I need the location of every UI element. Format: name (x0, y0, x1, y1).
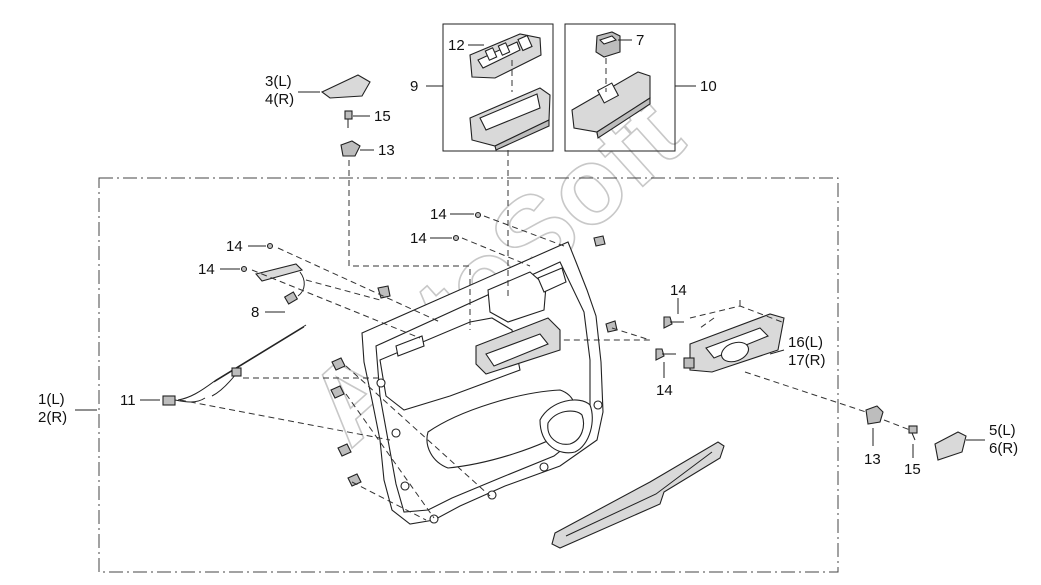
callout-16-17: 16(L) 17(R) (788, 334, 826, 369)
svg-text:16(L): 16(L) (788, 334, 823, 351)
clip-lower (865, 405, 884, 425)
callout-14-mid-a: 14 (430, 206, 447, 223)
courtesy-lamp (255, 263, 305, 305)
callout-10: 10 (700, 78, 717, 95)
window-master-switch (469, 33, 542, 79)
callout-5-6: 5(L) 6(R) (989, 422, 1018, 457)
assembly-frame (98, 177, 839, 573)
callout-14-mid-b: 14 (410, 230, 427, 247)
screw-lower (908, 425, 918, 441)
door-trim-panel (361, 241, 604, 525)
handle-screw-b (655, 348, 676, 361)
handle-screw-a (663, 316, 684, 329)
switch-group-box-10 (564, 23, 676, 152)
svg-text:3(L): 3(L) (265, 73, 292, 90)
screw-upper (344, 110, 353, 128)
switch-group-box-9 (442, 23, 554, 152)
callout-1-2: 1(L) 2(R) (38, 391, 67, 426)
svg-text:4(R): 4(R) (265, 91, 294, 108)
svg-text:2(R): 2(R) (38, 409, 67, 426)
callout-13-lower: 13 (864, 451, 881, 468)
svg-text:1(L): 1(L) (38, 391, 65, 408)
mirror-garnish-upper (320, 74, 371, 99)
callout-11: 11 (120, 392, 136, 409)
callout-15-lower: 15 (904, 461, 921, 478)
lamp-screw-b (240, 265, 248, 273)
callout-14-lamp-a: 14 (226, 238, 243, 255)
leader-lines (179, 58, 911, 521)
screw-mid-a (474, 211, 482, 219)
armrest-garnish-strip (551, 441, 725, 549)
window-switch-bezel-left (469, 87, 551, 151)
callout-14-handle-a: 14 (670, 282, 687, 299)
panel-clips (330, 235, 618, 524)
window-switch-bezel-right (571, 71, 651, 139)
callout-7: 7 (636, 32, 644, 49)
svg-text:5(L): 5(L) (989, 422, 1016, 439)
screw-mid-b (452, 234, 460, 242)
inside-door-handle (683, 313, 785, 373)
callout-3-4: 3(L) 4(R) (265, 73, 294, 108)
mirror-garnish-lower (934, 431, 967, 461)
callout-14-handle-b: 14 (656, 382, 673, 399)
label-leaders (75, 39, 985, 458)
clip-upper (340, 140, 361, 157)
callout-15-upper: 15 (374, 108, 391, 125)
callout-12: 12 (448, 37, 465, 54)
callout-8: 8 (251, 304, 259, 321)
single-window-switch (595, 31, 621, 58)
callout-13-upper: 13 (378, 142, 395, 159)
svg-text:17(R): 17(R) (788, 352, 826, 369)
callout-14-lamp-b: 14 (198, 261, 215, 278)
callout-9: 9 (410, 78, 418, 95)
svg-text:6(R): 6(R) (989, 440, 1018, 457)
wiring-harness (162, 324, 307, 406)
lamp-screw-a (266, 242, 274, 250)
